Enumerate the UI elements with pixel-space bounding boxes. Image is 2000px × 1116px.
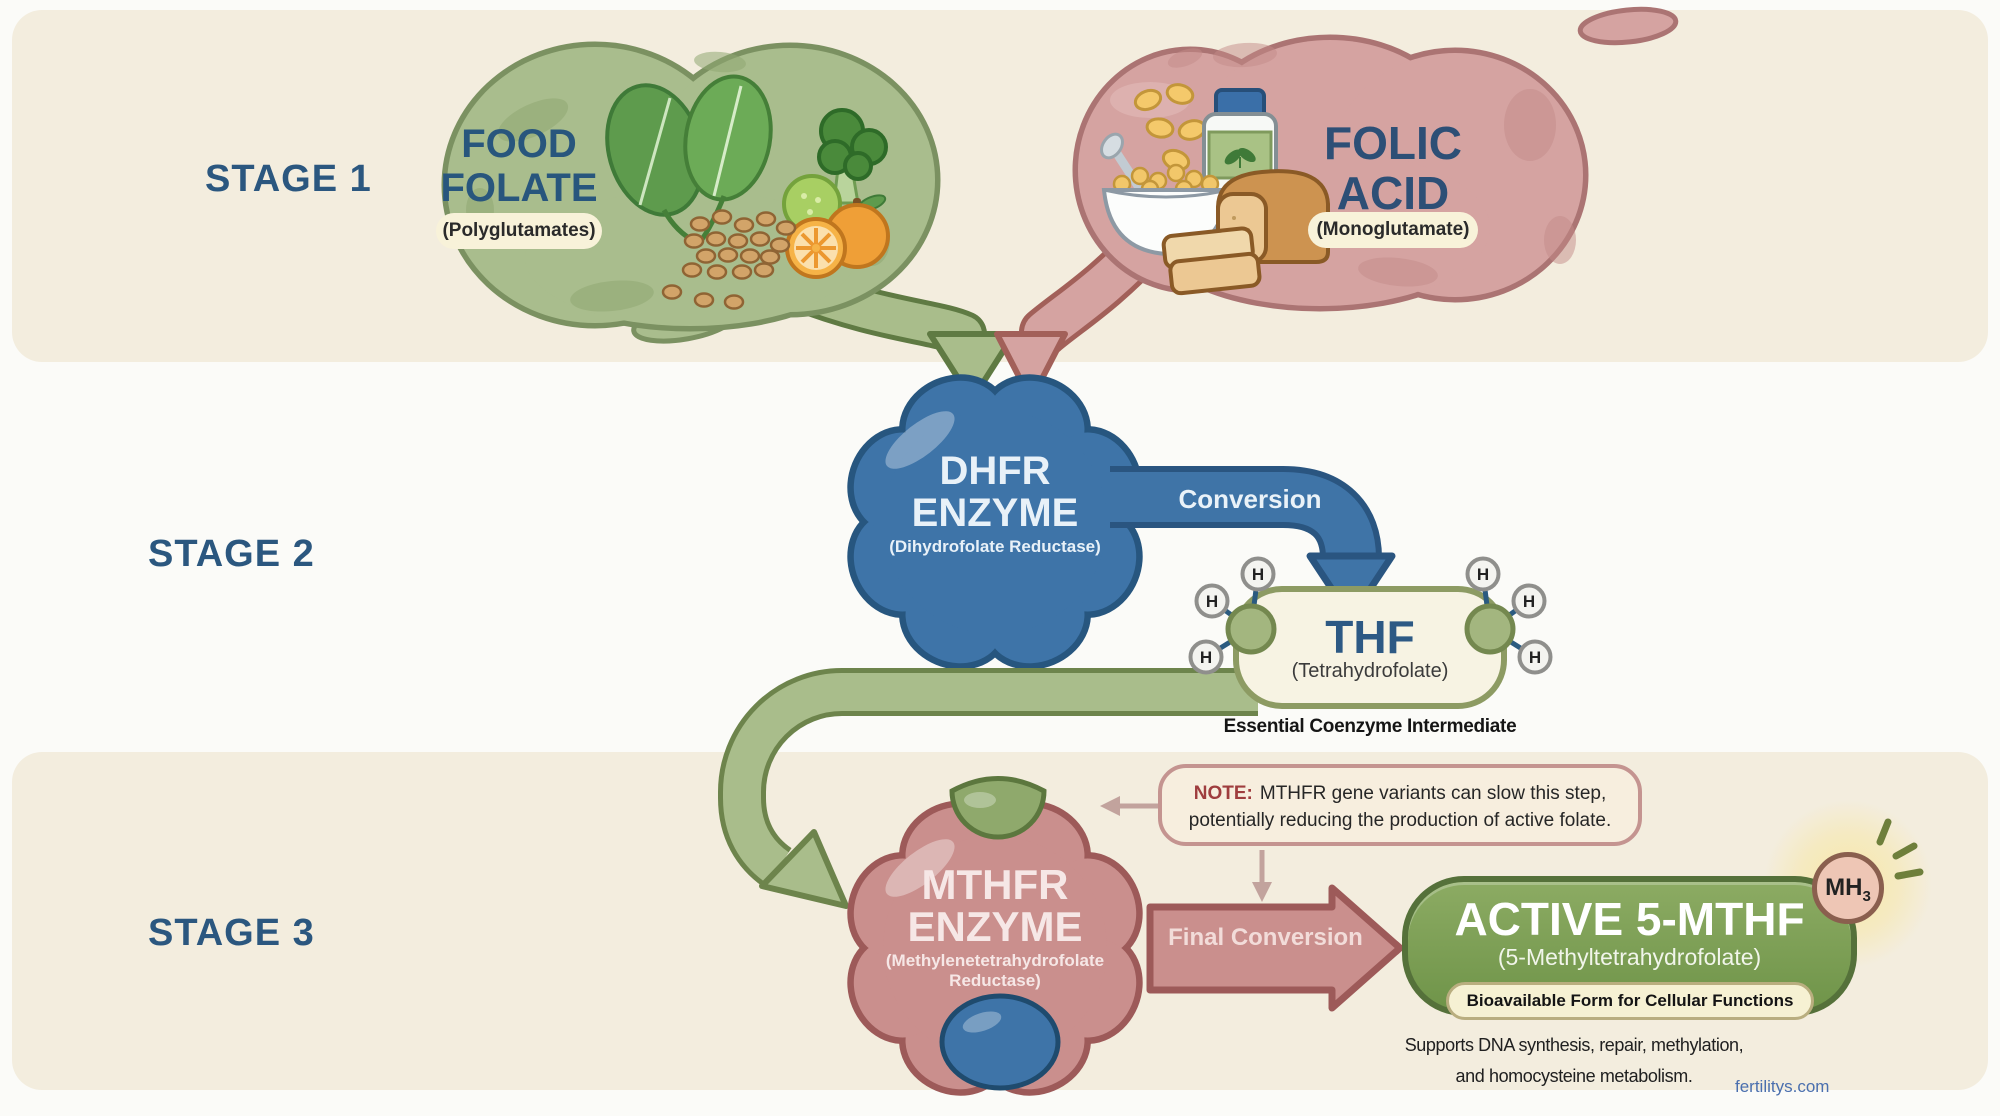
thf-to-mthfr-arrow bbox=[718, 668, 1258, 909]
mthfr-blue-substrate bbox=[939, 993, 1061, 1091]
food-folate-blob bbox=[447, 47, 935, 326]
thf-subtitle: (Tetrahydrofolate) bbox=[1291, 660, 1449, 682]
h-atom-label: H bbox=[1529, 648, 1541, 667]
folic-acid-blob bbox=[1078, 40, 1583, 306]
mthfr-enzyme-label: MTHFR ENZYME (Methylenetetrahydrofolate … bbox=[885, 861, 1105, 991]
supports-caption: Supports DNA synthesis, repair, methylat… bbox=[1404, 1035, 1744, 1086]
note-line2: potentially reducing the production of a… bbox=[1188, 810, 1612, 831]
note-prefix: NOTE: bbox=[1193, 783, 1253, 804]
orange-icon bbox=[785, 194, 890, 279]
food-folate-title: FOOD FOLATE bbox=[440, 122, 598, 210]
note-line1: NOTE:MTHFR gene variants can slow this s… bbox=[1193, 783, 1607, 804]
h-atom-label: H bbox=[1206, 592, 1218, 611]
note-connector-arrows bbox=[1100, 796, 1272, 902]
lime-icon bbox=[782, 174, 842, 234]
thf-title: THF bbox=[1325, 611, 1415, 663]
cereal-flakes-icon bbox=[1133, 83, 1207, 172]
folic-acid-tag: (Monoglutamate) bbox=[1308, 212, 1478, 248]
lentils-icon bbox=[661, 209, 797, 310]
h-atom-label: H bbox=[1523, 592, 1535, 611]
stage-2-label: STAGE 2 bbox=[148, 533, 315, 575]
dhfr-enzyme-label: DHFR ENZYME (Dihydrofolate Reductase) bbox=[889, 449, 1101, 556]
thf-hydrogen-right: H H H bbox=[1464, 556, 1553, 675]
pink-satellite-blob bbox=[1577, 6, 1679, 46]
thf-hydrogen-left: H H H bbox=[1188, 556, 1277, 675]
stage-1-label: STAGE 1 bbox=[205, 158, 372, 200]
h-atom-label: H bbox=[1477, 565, 1489, 584]
folic-acid-title: FOLIC ACID bbox=[1324, 117, 1462, 219]
note-box: NOTE:MTHFR gene variants can slow this s… bbox=[1158, 764, 1642, 846]
food-folate-tag: (Polyglutamates) bbox=[436, 213, 602, 249]
final-conversion-label: Final Conversion bbox=[1168, 924, 1363, 951]
final-conversion-arrow bbox=[1146, 884, 1404, 1012]
thf-caption: Essential Coenzyme Intermediate bbox=[1223, 716, 1517, 737]
active-5mthf-title: ACTIVE 5-MTHF bbox=[1454, 893, 1805, 945]
stage1-band bbox=[12, 10, 1988, 362]
active-5mthf-subtitle: (5-Methyltetrahydrofolate) bbox=[1497, 944, 1762, 970]
bread-icon bbox=[1161, 169, 1330, 296]
watermark: fertilitys.com bbox=[1735, 1077, 1830, 1096]
h-atom-label: H bbox=[1252, 565, 1264, 584]
stage-3-label: STAGE 3 bbox=[148, 912, 315, 954]
bioavailable-tag: Bioavailable Form for Cellular Functions bbox=[1446, 982, 1814, 1020]
conversion-label: Conversion bbox=[1178, 484, 1322, 514]
h-atom-label: H bbox=[1200, 648, 1212, 667]
mh3-badge: MH3 bbox=[1812, 852, 1884, 924]
mthfr-green-substrate bbox=[949, 776, 1047, 840]
leafy-greens-icon bbox=[605, 74, 773, 245]
sparkle-icon bbox=[1876, 818, 1924, 880]
